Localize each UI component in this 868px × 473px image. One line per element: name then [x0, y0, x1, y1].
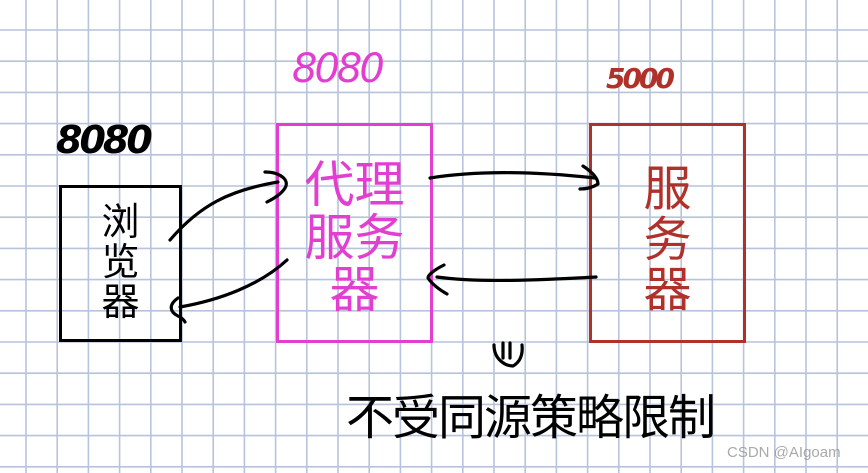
server-label-line-3: 器 [643, 262, 692, 319]
browser-label-line-1: 浏 [101, 200, 140, 245]
proxy-label-line-1: 代理 [304, 156, 405, 215]
arrow-browser-to-proxy-head [263, 170, 288, 204]
proxy-label-line-3: 器 [329, 261, 380, 320]
csdn-watermark: CSDN @AIgoam [727, 444, 841, 461]
arrow-proxy-to-browser-head [169, 296, 187, 324]
browser-label-line-3: 器 [101, 279, 140, 324]
arrow-server-to-proxy-head [426, 263, 449, 296]
arrow-server-to-proxy [435, 275, 598, 283]
server-node-box [589, 123, 746, 343]
proxy-port-label: 8080 [292, 46, 385, 92]
server-port-label: 5000 [606, 62, 675, 95]
arrow-proxy-to-server-head [578, 164, 600, 191]
caption-not-restricted-by-same-origin: 不受同源策略限制 [346, 390, 716, 446]
server-label-line-2: 务 [643, 211, 692, 268]
browser-node-label: 浏 览 器 [59, 188, 182, 338]
down-arrow-outer [492, 343, 524, 368]
server-node-label: 服 务 器 [589, 140, 746, 340]
browser-label-line-2: 览 [101, 240, 140, 285]
browser-node-box [59, 185, 182, 342]
arrow-proxy-to-server [428, 171, 597, 180]
browser-port-label: 8080 [56, 118, 153, 162]
proxy-node-label: 代理 服务 器 [276, 138, 433, 338]
proxy-node-box [276, 123, 433, 343]
arrow-proxy-to-browser [178, 258, 289, 309]
arrow-browser-to-proxy [168, 180, 280, 242]
server-label-line-1: 服 [643, 161, 692, 218]
proxy-label-line-2: 服务 [304, 208, 405, 267]
